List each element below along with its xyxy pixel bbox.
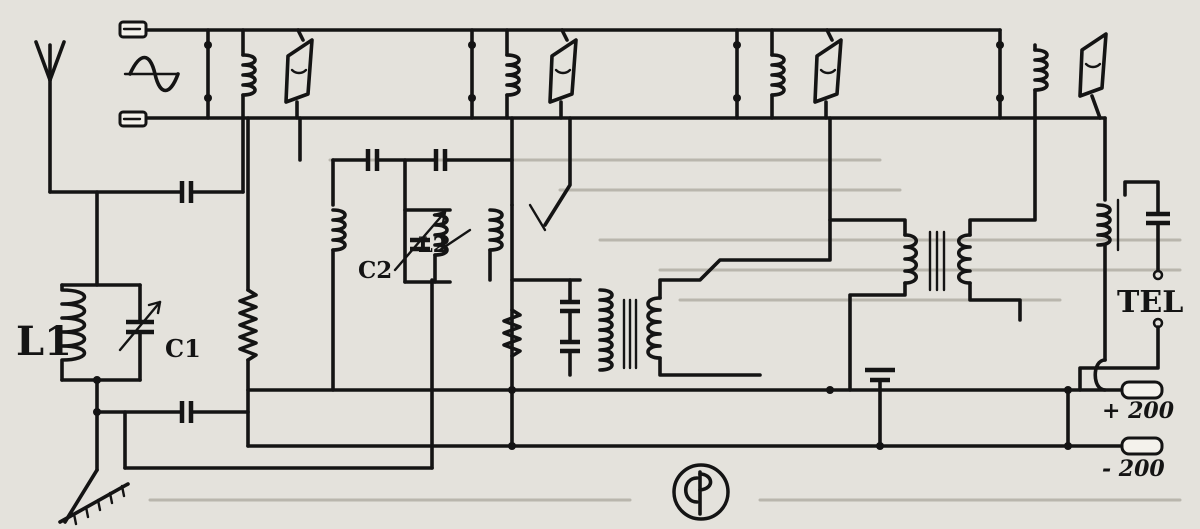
label-plus-200: + 200	[1102, 398, 1175, 424]
variometer-coil	[488, 116, 572, 448]
background-text-bleed	[148, 158, 1182, 502]
label-tel: TEL	[1117, 285, 1183, 320]
coil-c2-branch	[331, 208, 347, 392]
resistor-1	[238, 116, 258, 448]
antenna-coupling	[48, 116, 245, 203]
ac-source-icon	[123, 55, 180, 93]
coupling-caps-upper	[298, 116, 514, 284]
label-minus-200: - 200	[1102, 456, 1165, 482]
input-connector-top[interactable]	[118, 20, 148, 39]
tuning-circuit-l1-c1	[60, 190, 162, 414]
minus-200-connector[interactable]	[1120, 436, 1164, 456]
antenna-icon	[34, 40, 66, 194]
return-line	[123, 278, 434, 470]
resistor-2	[502, 308, 522, 358]
audio-transformer-2	[828, 116, 1037, 392]
battery-cell	[865, 367, 895, 448]
ground-icon	[58, 410, 130, 526]
input-connector-bottom[interactable]	[118, 110, 148, 128]
label-c2: C2	[358, 257, 392, 284]
label-l2: L2	[418, 232, 447, 257]
output-stage	[1066, 116, 1170, 448]
stage3	[733, 28, 843, 120]
cp-logo-icon	[672, 463, 730, 521]
label-l1: L1	[16, 318, 72, 365]
tuning-circuit-l2-c2	[393, 208, 472, 284]
stage4	[996, 28, 1108, 120]
grid-leak-capacitor	[93, 401, 250, 423]
plus-200-connector[interactable]	[1120, 380, 1164, 400]
audio-transformer-1	[510, 116, 832, 377]
stage2	[468, 28, 578, 120]
stage1	[204, 28, 314, 120]
label-c1: C1	[165, 334, 201, 363]
bus-junctions	[508, 386, 1072, 450]
